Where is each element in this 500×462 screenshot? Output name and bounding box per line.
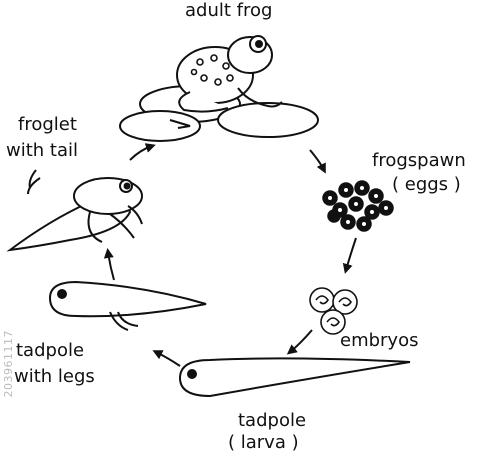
label-tadpole: tadpole xyxy=(238,410,307,431)
froglet-with-tail-illustration xyxy=(6,169,143,252)
tadpole-larva-illustration xyxy=(178,357,411,398)
label-larva: ( larva ) xyxy=(228,432,299,453)
arrow-tadpole-with-legs-to-froglet xyxy=(103,248,115,281)
arrow-froglet-to-adult xyxy=(129,143,156,161)
frogspawn-eggs-illustration xyxy=(322,180,394,232)
cycle-arrows xyxy=(103,143,357,367)
label-embryos: embryos xyxy=(340,330,419,351)
label-tadpole-with-legs-line2: with legs xyxy=(14,366,95,387)
label-frogspawn: frogspawn xyxy=(372,150,466,171)
label-froglet-line2: with tail xyxy=(6,140,78,161)
label-froglet-line1: froglet xyxy=(18,114,77,135)
arrow-tadpole-to-tadpole-with-legs xyxy=(152,350,181,367)
tadpole-with-legs-illustration xyxy=(48,280,207,331)
label-tadpole-with-legs-line1: tadpole xyxy=(16,340,85,361)
label-eggs: ( eggs ) xyxy=(392,174,461,195)
adult-frog-illustration xyxy=(176,35,283,113)
arrow-adult-to-frogspawn xyxy=(309,149,326,174)
watermark-id: 203961117 xyxy=(2,330,15,398)
arrow-frogspawn-to-embryos xyxy=(342,237,357,274)
arrow-embryos-to-tadpole xyxy=(286,329,313,355)
embryos-illustration xyxy=(309,287,358,335)
label-adult-frog: adult frog xyxy=(185,0,273,21)
